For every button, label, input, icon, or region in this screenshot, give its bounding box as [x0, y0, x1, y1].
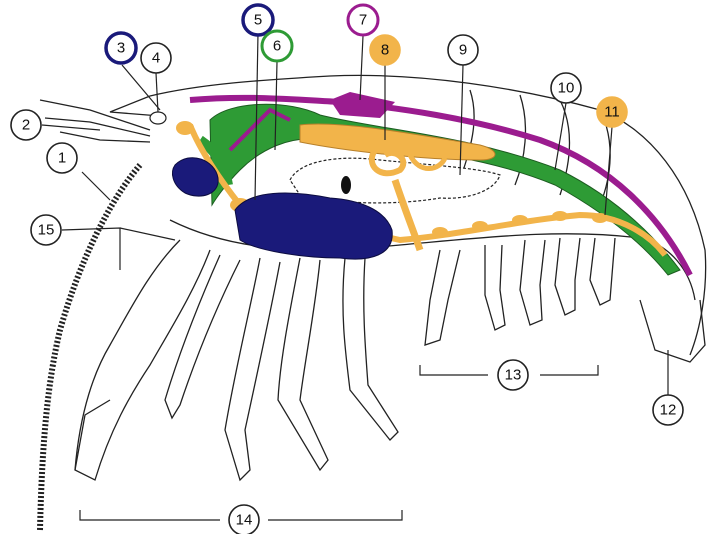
callout-14-text: 14 [236, 512, 253, 529]
callout-8: 8 [370, 35, 400, 65]
callout-12: 12 [653, 395, 683, 425]
callout-3: 3 [106, 33, 136, 63]
callout-15: 15 [31, 215, 61, 245]
callout-4: 4 [141, 43, 171, 73]
callout-11-text: 11 [604, 104, 620, 121]
eye [150, 112, 166, 124]
callout-2: 2 [11, 110, 41, 140]
callout-10-text: 10 [558, 80, 575, 97]
callout-9: 9 [448, 35, 478, 65]
swimmerets [425, 238, 615, 345]
callout-13-text: 13 [505, 367, 522, 384]
callout-9-text: 9 [459, 42, 467, 59]
callout-5-text: 5 [254, 12, 262, 29]
callout-1: 1 [47, 143, 77, 173]
callout-15-text: 15 [38, 222, 55, 239]
callouts: 1 2 3 4 5 6 7 8 [11, 5, 683, 534]
callout-11: 11 [597, 97, 627, 127]
callout-4-text: 4 [152, 50, 160, 67]
callout-7-text: 7 [359, 12, 367, 29]
callout-2-text: 2 [22, 117, 30, 134]
callout-14: 14 [229, 505, 259, 534]
callout-6-text: 6 [273, 38, 281, 55]
callout-1-text: 1 [58, 150, 66, 167]
callout-13: 13 [498, 360, 528, 390]
walking-legs [75, 240, 398, 480]
callout-10: 10 [551, 73, 581, 103]
callout-7: 7 [348, 5, 378, 35]
callout-6: 6 [262, 31, 292, 61]
callout-3-text: 3 [117, 40, 125, 57]
callout-5: 5 [243, 5, 273, 35]
callout-12-text: 12 [660, 402, 677, 419]
callout-8-text: 8 [381, 42, 389, 59]
